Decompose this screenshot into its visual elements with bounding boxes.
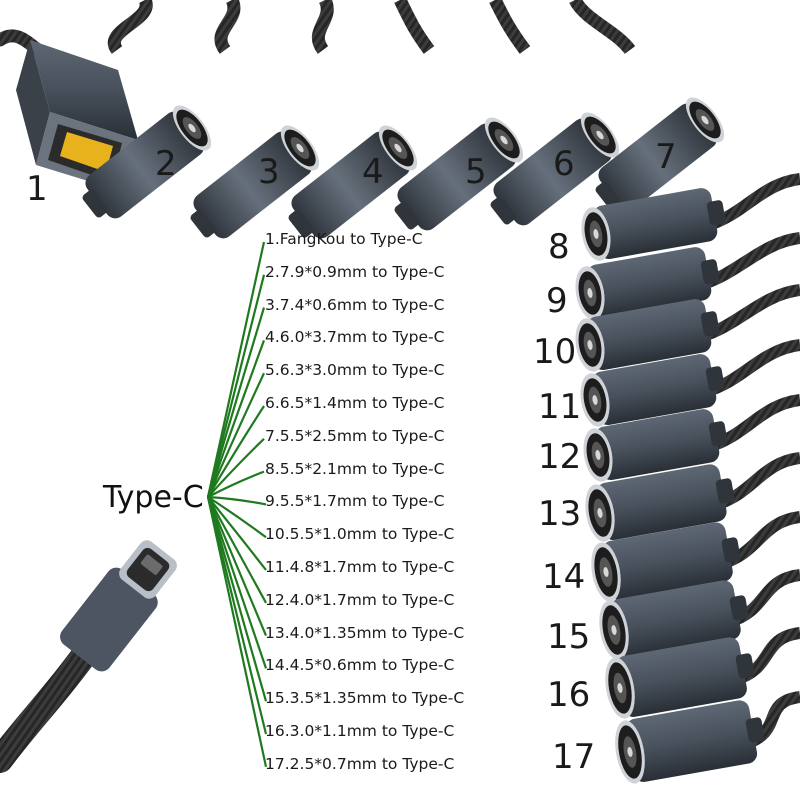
barrel-connector-11 [580,354,725,427]
adapter-label-1: 1.FangKou to Type-C [265,230,423,248]
cable-6 [489,0,531,54]
barrel-connector-12 [583,409,728,482]
connector-line-3 [206,307,266,498]
adapter-label-16: 16.3.0*1.1mm to Type-C [265,722,455,740]
adapter-label-5: 5.6.3*3.0mm to Type-C [265,361,445,380]
number-2: 2 [155,144,177,184]
cable-4 [311,0,334,54]
barrel-connector-3 [190,125,320,239]
connector-1-square-tip [16,40,138,192]
adapter-label-14: 14.4.5*0.6mm to Type-C [265,656,455,675]
number-14: 14 [542,557,586,597]
barrel-connector-2 [82,105,212,219]
cable-3 [214,0,241,54]
number-9: 9 [546,281,568,321]
adapter-label-9: 9.5.5*1.7mm to Type-C [265,492,445,511]
number-3: 3 [258,152,280,192]
connector-line-14 [206,496,268,669]
cable-2 [108,0,153,54]
adapter-label-3: 3.7.4*0.6mm to Type-C [265,295,445,314]
adapter-label-8: 8.5.5*2.1mm to Type-C [265,459,445,478]
barrel-connector-8 [581,188,726,261]
connector-line-15 [206,496,268,702]
connector-line-4 [206,340,266,498]
adapter-label-4: 4.6.0*3.7mm to Type-C [265,328,445,347]
barrel-connector-17 [615,700,765,784]
connector-line-9 [207,495,267,506]
adapter-label-6: 6.6.5*1.4mm to Type-C [265,394,445,412]
barrel-connector-9 [575,247,720,320]
connector-line-5 [206,372,265,498]
number-8: 8 [548,227,570,267]
number-1: 1 [26,169,48,209]
connector-line-12 [207,496,267,604]
connector-line-10 [207,496,267,539]
barrel-connector-6 [490,112,620,226]
barrel-connector-14 [591,522,741,602]
type-c-cable [0,627,108,773]
connector-line-11 [207,496,267,571]
number-15: 15 [547,617,591,657]
barrel-connector-4 [288,125,418,239]
connector-line-8 [207,470,265,498]
barrel-connector-5 [394,117,524,231]
barrel-connector-16 [605,637,755,719]
adapter-label-13: 13.4.0*1.35mm to Type-C [265,623,465,642]
connector-line-7 [207,438,265,498]
number-7: 7 [655,137,677,177]
barrel-connector-7 [595,97,725,211]
number-11: 11 [538,387,582,427]
number-12: 12 [538,437,582,477]
adapter-label-11: 11.4.8*1.7mm to Type-C [265,558,455,576]
connector-line-17 [206,496,268,768]
adapter-label-2: 2.7.9*0.9mm to Type-C [265,262,445,281]
barrel-connector-10 [575,299,720,372]
adapter-label-15: 15.3.5*1.35mm to Type-C [265,689,465,708]
type-c-hub-label: Type-C [103,480,204,515]
cable-7 [569,0,636,55]
type-c-plug [60,540,177,672]
connector-line-1 [206,241,266,498]
barrel-connector-15 [599,580,749,660]
connector-line-2 [206,274,266,498]
barrel-connector-13 [585,464,735,542]
number-16: 16 [547,675,591,715]
number-6: 6 [553,144,575,184]
number-10: 10 [533,332,577,372]
connector-line-6 [207,405,265,498]
number-17: 17 [552,737,596,777]
adapter-label-17: 17.2.5*0.7mm to Type-C [265,754,455,773]
number-4: 4 [362,152,384,192]
adapter-label-12: 12.4.0*1.7mm to Type-C [265,590,455,609]
connector-line-13 [206,496,268,637]
number-13: 13 [538,494,582,534]
adapter-label-10: 10.5.5*1.0mm to Type-C [265,525,455,544]
number-5: 5 [465,152,487,192]
cable-5 [394,0,435,54]
adapter-label-7: 7.5.5*2.5mm to Type-C [265,426,445,445]
